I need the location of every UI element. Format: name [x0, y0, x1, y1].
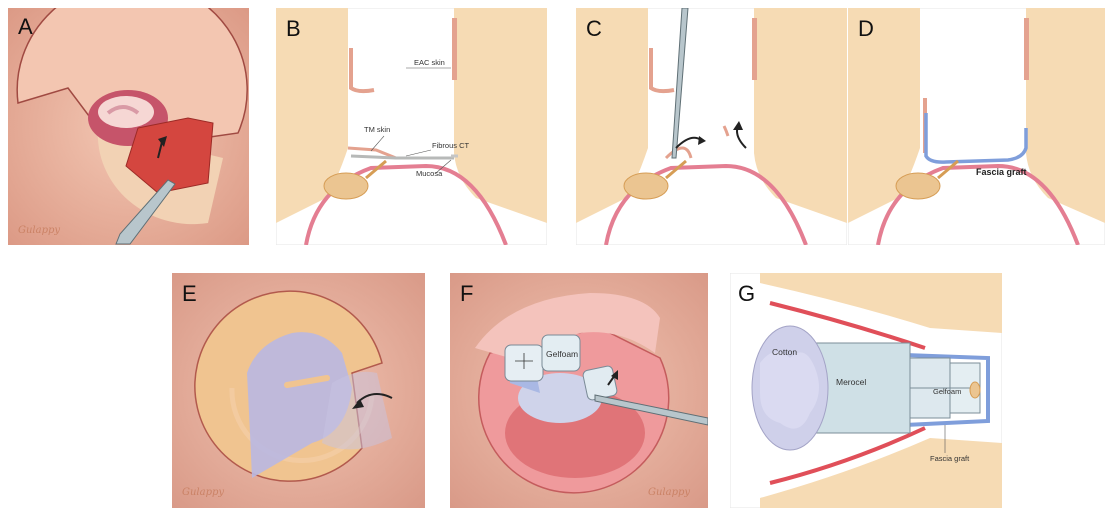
panel-d: Fascia graft D — [848, 8, 1105, 245]
panel-b: EAC skin TM skin Fibrous CT Mucosa B — [276, 8, 547, 245]
panel-g-letter: G — [738, 283, 755, 305]
label-fascia-graft-g: Fascia graft — [930, 454, 970, 463]
panel-e-letter: E — [182, 283, 197, 305]
panel-f: Gelfoam Gulappy F — [450, 273, 708, 508]
panel-a-letter: A — [18, 16, 33, 38]
panel-e: Gulappy E — [172, 273, 425, 508]
panel-f-letter: F — [460, 283, 473, 305]
panel-c-illustration — [576, 8, 847, 245]
gelfoam-block — [910, 358, 950, 388]
panel-d-letter: D — [858, 18, 874, 40]
panel-d-illustration: Fascia graft — [848, 8, 1105, 245]
label-gelfoam: Gelfoam — [546, 349, 578, 359]
panel-b-letter: B — [286, 18, 301, 40]
gelfoam-cube — [582, 365, 618, 401]
panel-c: C — [576, 8, 847, 245]
panel-e-illustration: Gulappy — [172, 273, 425, 508]
panel-g-illustration: Cotton Merocel Gelfoam Fascia graft — [730, 273, 1002, 508]
signature: Gulappy — [18, 225, 60, 236]
panel-g: Cotton Merocel Gelfoam Fascia graft G — [730, 273, 1002, 508]
label-fascia-graft: Fascia graft — [976, 167, 1027, 177]
panel-f-illustration: Gelfoam Gulappy — [450, 273, 708, 508]
label-fibrous-ct: Fibrous CT — [432, 141, 470, 150]
panel-c-letter: C — [586, 18, 602, 40]
panel-b-illustration: EAC skin TM skin Fibrous CT Mucosa — [276, 8, 547, 245]
panel-a-illustration: Gulappy — [8, 8, 249, 245]
label-merocel: Merocel — [836, 377, 866, 387]
signature-e: Gulappy — [182, 487, 224, 498]
signature-f: Gulappy — [648, 487, 690, 498]
label-cotton: Cotton — [772, 347, 797, 357]
label-gelfoam-g: Gelfoam — [933, 387, 961, 396]
label-tm-skin: TM skin — [364, 125, 390, 134]
label-mucosa: Mucosa — [416, 169, 443, 178]
panel-a: Gulappy A — [8, 8, 249, 245]
label-eac-skin: EAC skin — [414, 58, 445, 67]
